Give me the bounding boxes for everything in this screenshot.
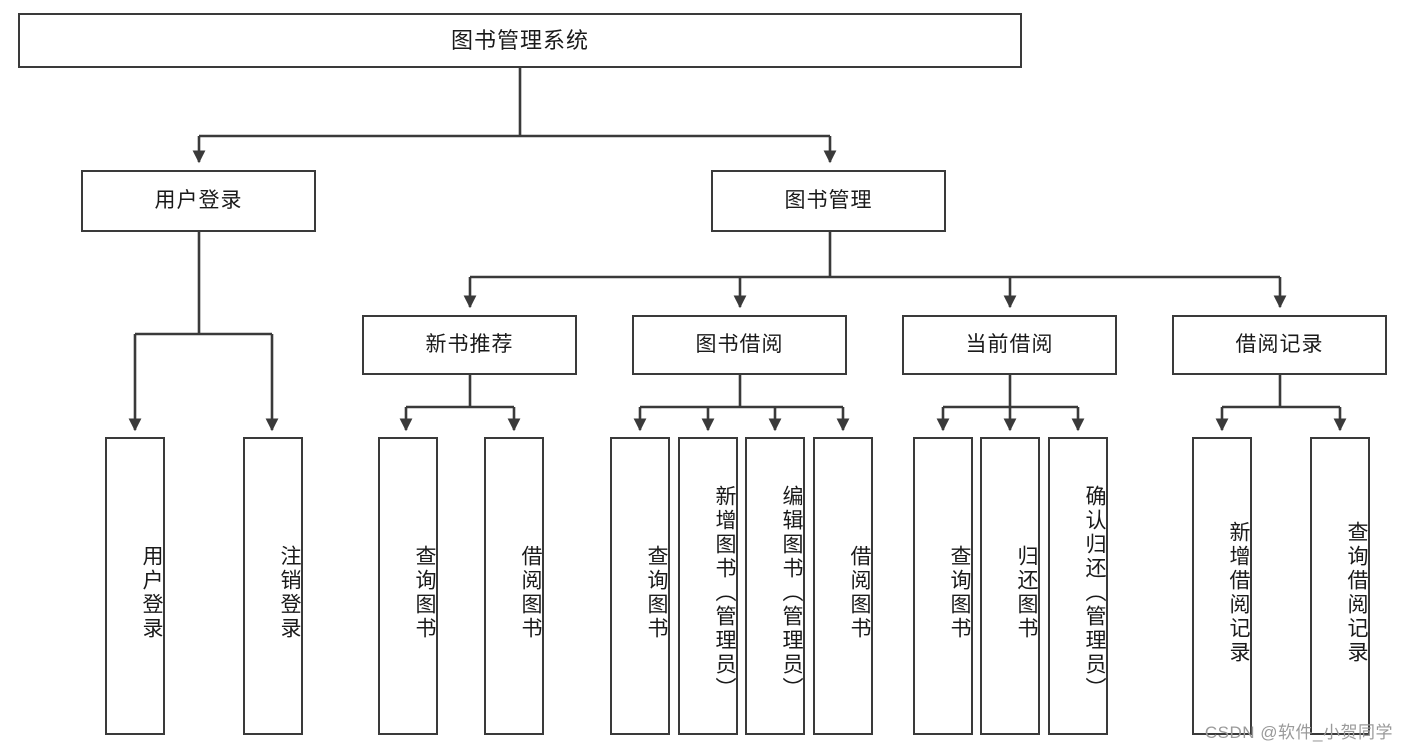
node-label: 注销登录 [278,545,301,641]
node-label: 图书管理系统 [450,27,589,53]
node-label: 查询借阅记录 [1345,521,1368,665]
node-label: 新增借阅记录 [1227,521,1250,665]
leaf-query-borrow-record[interactable]: 查询借阅记录 [1310,437,1370,735]
node-label: 查询图书 [948,545,971,641]
node-label: 确认归还（管理员） [1083,485,1106,701]
node-label: 编辑图书（管理员） [780,485,803,701]
leaf-query-book-current[interactable]: 查询图书 [913,437,973,735]
leaf-add-borrow-record[interactable]: 新增借阅记录 [1192,437,1252,735]
node-label: 借阅记录 [1235,332,1324,356]
leaf-confirm-return-admin[interactable]: 确认归还（管理员） [1048,437,1108,735]
node-label: 新增图书（管理员） [713,485,736,701]
leaf-query-book-borrow[interactable]: 查询图书 [610,437,670,735]
node-label: 借阅图书 [519,545,542,641]
node-label: 查询图书 [645,545,668,641]
node-label: 归还图书 [1015,545,1038,641]
node-book-management[interactable]: 图书管理 [711,170,946,232]
node-user-login[interactable]: 用户登录 [81,170,316,232]
node-label: 当前借阅 [965,332,1054,356]
leaf-borrow-book[interactable]: 借阅图书 [813,437,873,735]
node-label: 用户登录 [140,545,163,641]
node-label: 借阅图书 [848,545,871,641]
node-root-book-management-system[interactable]: 图书管理系统 [18,13,1022,68]
node-new-book-recommend[interactable]: 新书推荐 [362,315,577,375]
leaf-return-book[interactable]: 归还图书 [980,437,1040,735]
node-borrow-record[interactable]: 借阅记录 [1172,315,1387,375]
node-label: 查询图书 [413,545,436,641]
node-label: 图书管理 [784,188,873,212]
node-label: 用户登录 [154,188,243,212]
leaf-query-book-recommend[interactable]: 查询图书 [378,437,438,735]
node-current-borrow[interactable]: 当前借阅 [902,315,1117,375]
leaf-user-login[interactable]: 用户登录 [105,437,165,735]
leaf-logout-login[interactable]: 注销登录 [243,437,303,735]
leaf-add-book-admin[interactable]: 新增图书（管理员） [678,437,738,735]
node-book-borrow[interactable]: 图书借阅 [632,315,847,375]
leaf-borrow-book-recommend[interactable]: 借阅图书 [484,437,544,735]
leaf-edit-book-admin[interactable]: 编辑图书（管理员） [745,437,805,735]
watermark-csdn: CSDN @软件_小贺同学 [1204,723,1393,742]
node-label: 新书推荐 [425,332,514,356]
node-label: 图书借阅 [695,332,784,356]
